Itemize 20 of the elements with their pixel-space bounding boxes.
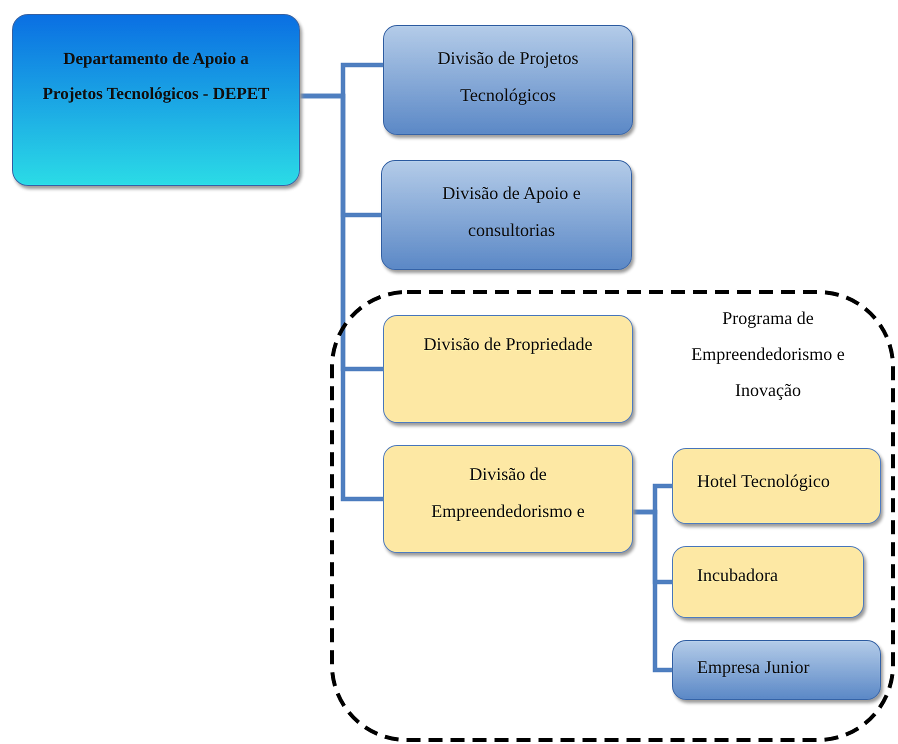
region-title: Programa de Empreendedorismo e Inovação xyxy=(690,307,846,402)
division-box xyxy=(381,160,632,270)
connector-line xyxy=(300,94,383,502)
node-label: Divisão de Apoio e consultorias xyxy=(441,182,582,242)
node-label: Divisão de Empreendedorismo e xyxy=(430,463,586,523)
node-label: Hotel Tecnológico xyxy=(696,470,831,493)
department-box xyxy=(12,14,300,186)
node-label: Departamento de Apoio a Projetos Tecnológicos - DEPET xyxy=(42,48,270,105)
node-label: Empresa Junior xyxy=(696,656,810,679)
division-box xyxy=(672,546,864,618)
division-box xyxy=(383,25,633,135)
node-label: Incubadora xyxy=(696,564,779,587)
program-region xyxy=(330,290,895,742)
division-box xyxy=(383,315,633,423)
division-box xyxy=(672,640,881,700)
connector-line xyxy=(633,510,672,672)
division-box xyxy=(383,445,633,553)
node-label: Divisão de Projetos Tecnológicos xyxy=(436,47,580,107)
division-box xyxy=(672,448,881,524)
node-label: Divisão de Propriedade xyxy=(422,333,594,356)
